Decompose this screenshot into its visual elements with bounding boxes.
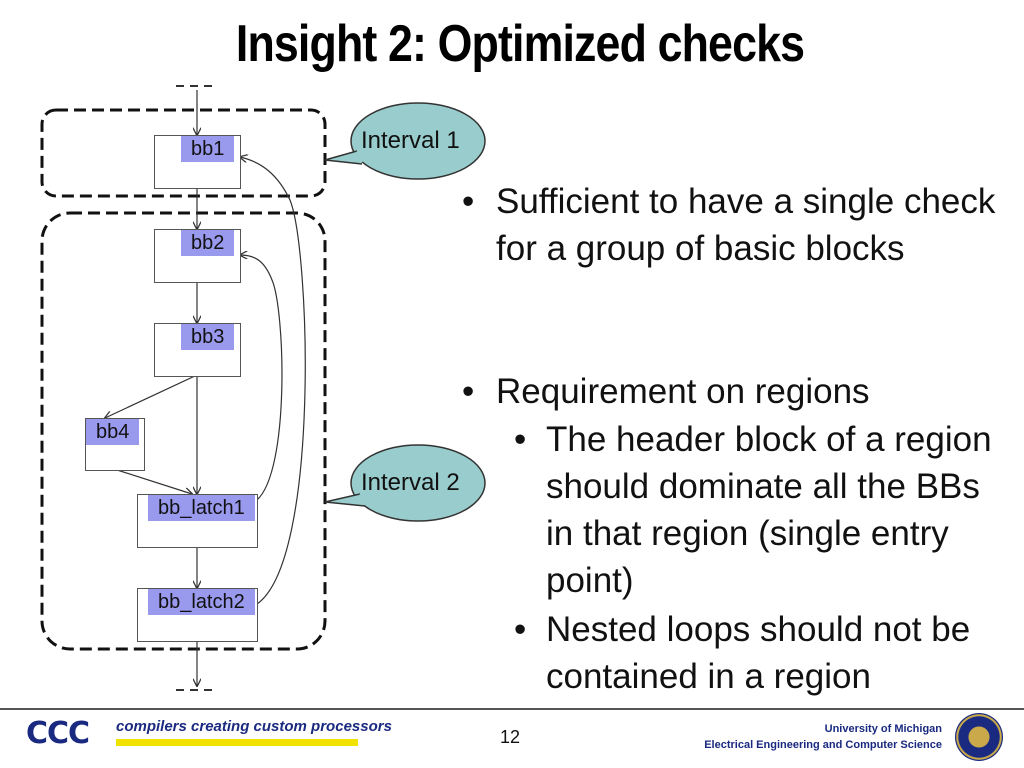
block-label: bb4 (86, 419, 140, 445)
block-bb-latch1: bb_latch1 (137, 494, 258, 548)
interval-1-region (40, 108, 327, 198)
block-label: bb1 (181, 136, 235, 162)
callout-interval-1 (324, 102, 486, 180)
edge-bb4-bblatch1 (113, 468, 192, 494)
sub-bullet-text: Nested loops should not be contained in … (546, 610, 971, 696)
university-name: University of Michigan (824, 723, 942, 735)
bullet-dot-icon: • (514, 420, 527, 459)
bullet-dot-icon: • (462, 372, 475, 411)
block-bb4: bb4 (85, 418, 145, 471)
block-bb-latch2: bb_latch2 (137, 588, 258, 642)
slide-title: Insight 2: Optimized checks (235, 15, 805, 73)
university-credit: University of Michigan Electrical Engine… (704, 721, 942, 753)
callout-interval-2-label: Interval 2 (361, 469, 460, 496)
block-bb3: bb3 (154, 323, 241, 377)
department-name: Electrical Engineering and Computer Scie… (704, 739, 942, 751)
sub-bullet-text: The header block of a region should domi… (546, 420, 992, 600)
ccc-logo: CCC (26, 716, 90, 751)
interval-2-region (40, 211, 327, 651)
bullet-text: Requirement on regions (496, 372, 870, 411)
block-label: bb_latch1 (148, 495, 255, 521)
bullet-text: Sufficient to have a single check for a … (496, 182, 996, 268)
backedge-bblatch1-bb2 (240, 255, 283, 501)
block-label: bb2 (181, 230, 235, 256)
bullet-dot-icon: • (514, 610, 527, 649)
callout-interval-1-label: Interval 1 (361, 127, 460, 154)
logo-yellow-bar (116, 739, 358, 746)
cfg-diagram (40, 85, 486, 691)
bullet-dot-icon: • (462, 182, 475, 221)
page-number: 12 (500, 727, 521, 747)
callout-interval-2 (324, 444, 486, 522)
university-seal-icon (955, 713, 1003, 761)
block-bb2: bb2 (154, 229, 241, 283)
edge-bb3-bb4 (105, 374, 198, 418)
block-label: bb_latch2 (148, 589, 255, 615)
backedge-bblatch2-bb1 (240, 157, 306, 605)
block-bb1: bb1 (154, 135, 241, 189)
footer-divider (0, 708, 1024, 710)
logo-tagline: compilers creating custom processors (116, 718, 392, 735)
block-label: bb3 (181, 324, 235, 350)
